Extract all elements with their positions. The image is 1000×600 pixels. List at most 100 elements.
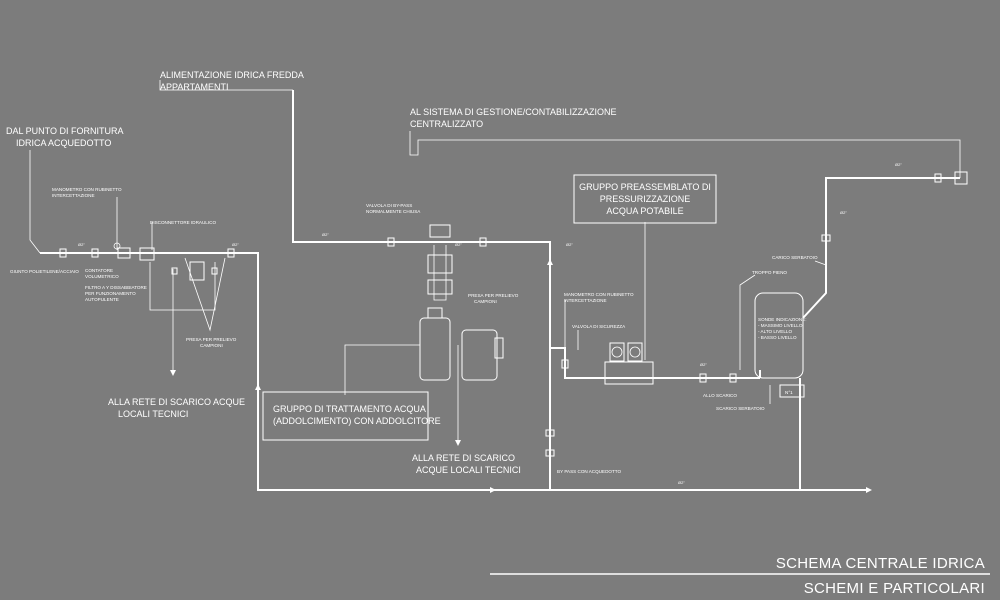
label-sistema-2: CENTRALIZZATO (410, 119, 483, 129)
label-contatore-1: CONTATORE (85, 268, 113, 273)
flow-arrow-icon (547, 259, 553, 265)
label-presa1-2: CAMPIONI (200, 343, 223, 348)
leader-carico (814, 260, 827, 266)
label-filtro-3: AUTOPULENTE (85, 297, 119, 302)
meter-symbol (954, 171, 968, 185)
meter-symbol (117, 247, 131, 259)
gruppo-tratt-box (262, 391, 429, 441)
drain-arrow-icon (170, 370, 176, 376)
diameter-label: Ø2" (322, 232, 329, 237)
label-scarico2-1: ALLA RETE DI SCARICO (412, 453, 515, 463)
gauge-icon (113, 242, 121, 250)
label-tank-number: N°1 (785, 390, 793, 395)
diameter-label: Ø2" (895, 162, 902, 167)
leader-sistema (409, 131, 961, 178)
label-gruppo-press-3: ACQUA POTABILE (606, 206, 683, 216)
title-line1: SCHEMA CENTRALE IDRICA (776, 555, 985, 572)
label-disconnettore: DISCONNETTORE IDRAULICO (150, 220, 216, 225)
flow-arrow-icon (255, 384, 261, 390)
diameter-label: Ø2" (678, 480, 685, 485)
flow-arrow-icon (866, 487, 872, 493)
valve-symbol (171, 267, 178, 275)
label-scarico-serbatoio: SCARICO SERBATOIO (716, 406, 765, 411)
valve-symbol (934, 173, 942, 183)
label-sonde-3: - BASSO LIVELLO (758, 335, 797, 340)
bypass-valve-symbol (429, 224, 451, 238)
label-filtro-2: PER FUNZIONAMENTO (85, 291, 136, 296)
label-sistema-1: AL SISTEMA DI GESTIONE/CONTABILIZZAZIONE (410, 107, 617, 117)
drain-arrow-icon (455, 440, 461, 446)
bypass-loop-left (149, 262, 216, 311)
diameter-label: Ø2" (700, 362, 707, 367)
gruppo-press-box (573, 174, 717, 224)
label-fornitura-1: DAL PUNTO DI FORNITURA (6, 126, 124, 136)
valve-symbol (729, 373, 737, 383)
label-gruppo-press-1: GRUPPO PREASSEMBLATO DI (579, 182, 711, 192)
pipe-apartments-riser (292, 90, 551, 490)
label-manometro2-1: MANOMETRO CON RUBINETTO (564, 292, 634, 297)
diameter-label: Ø2" (78, 242, 85, 247)
pipe-tank-feed (802, 177, 960, 319)
label-valvola-bypass-1: VALVOLA DI BY-PASS (366, 203, 412, 208)
label-alimentazione-2: APPARTAMENTI (160, 82, 229, 92)
disconnector-symbol (139, 247, 155, 261)
valve-symbol (545, 429, 555, 437)
valve-symbol (479, 237, 487, 247)
valve-symbol (387, 237, 395, 247)
labels: DAL PUNTO DI FORNITURA IDRICA ACQUEDOTTO… (6, 70, 902, 485)
label-scarico1-1: ALLA RETE DI SCARICO ACQUE (108, 397, 245, 407)
softener-unit (419, 307, 504, 381)
title-line2: SCHEMI E PARTICOLARI (804, 580, 985, 597)
label-carico-serbatoio: CARICO SERBATOIO (772, 255, 818, 260)
diameter-label: Ø2" (566, 242, 573, 247)
label-scarico1-2: LOCALI TECNICI (118, 409, 188, 419)
thin-lines (29, 80, 961, 470)
label-bypass-acquedotto: BY PASS CON ACQUEDOTTO (557, 469, 621, 474)
label-sonde-0: SONDE INDICAZIONE: (758, 317, 807, 322)
pipe-tank-drain (799, 378, 870, 491)
diameter-label: Ø2" (455, 242, 462, 247)
valve-cluster (427, 279, 453, 295)
label-giunto: GIUNTO POLIETILENE/ACCIAIO (10, 269, 79, 274)
label-sonde-2: - ALTO LIVELLO (758, 329, 792, 334)
diameter-label: Ø2" (840, 210, 847, 215)
filter-symbol (189, 261, 205, 281)
components (59, 171, 968, 493)
label-gruppo-tratt-2: (ADDOLCIMENTO) CON ADDOLCITORE (273, 416, 441, 426)
label-contatore-2: VOLUMETRICO (85, 274, 119, 279)
label-valvola-sicurezza: VALVOLA DI SICUREZZA (572, 324, 626, 329)
valve-symbol (59, 248, 67, 258)
pump-group (604, 342, 654, 385)
pipe-main-left (40, 252, 550, 491)
valve-symbol (699, 373, 707, 383)
leader-troppo-pieno (739, 274, 756, 370)
label-valvola-bypass-2: NORMALMENTE CHIUSA (366, 209, 421, 214)
valve-symbol (211, 267, 218, 275)
valve-symbol (821, 234, 831, 242)
label-presa2-2: CAMPIONI (474, 299, 497, 304)
leader-presa1 (184, 257, 226, 332)
label-alimentazione-1: ALIMENTAZIONE IDRICA FREDDA (160, 70, 304, 80)
storage-tank (754, 292, 805, 398)
label-presa1-1: PRESA PER PRELIEVO (186, 337, 237, 342)
valve-symbol (227, 248, 235, 258)
valve-symbol (545, 449, 555, 457)
label-filtro-1: FILTRO A Y DISSABBIATORE (85, 285, 147, 290)
label-gruppo-tratt-1: GRUPPO DI TRATTAMENTO ACQUA (273, 404, 426, 414)
title-block: SCHEMA CENTRALE IDRICA SCHEMI E PARTICOL… (490, 555, 990, 597)
diameter-label: Ø2" (232, 242, 239, 247)
label-sonde-1: - MASSIMO LIVELLO (758, 323, 803, 328)
valve-symbol (561, 359, 569, 369)
label-allo-scarico: ALLO SCARICO (703, 393, 737, 398)
tank-number-box (779, 384, 805, 398)
main-pipes (40, 90, 960, 491)
valve-cluster (427, 254, 453, 274)
label-gruppo-press-2: PRESSURIZZAZIONE (600, 194, 691, 204)
label-presa2-1: PRESA PER PRELIEVO (468, 293, 519, 298)
label-scarico2-2: ACQUE LOCALI TECNICI (416, 465, 521, 475)
label-troppo-pieno: TROPPO PIENO (752, 270, 787, 275)
leader-alimentazione (159, 80, 293, 91)
label-fornitura-2: IDRICA ACQUEDOTTO (16, 138, 111, 148)
valve-symbol (91, 248, 99, 258)
